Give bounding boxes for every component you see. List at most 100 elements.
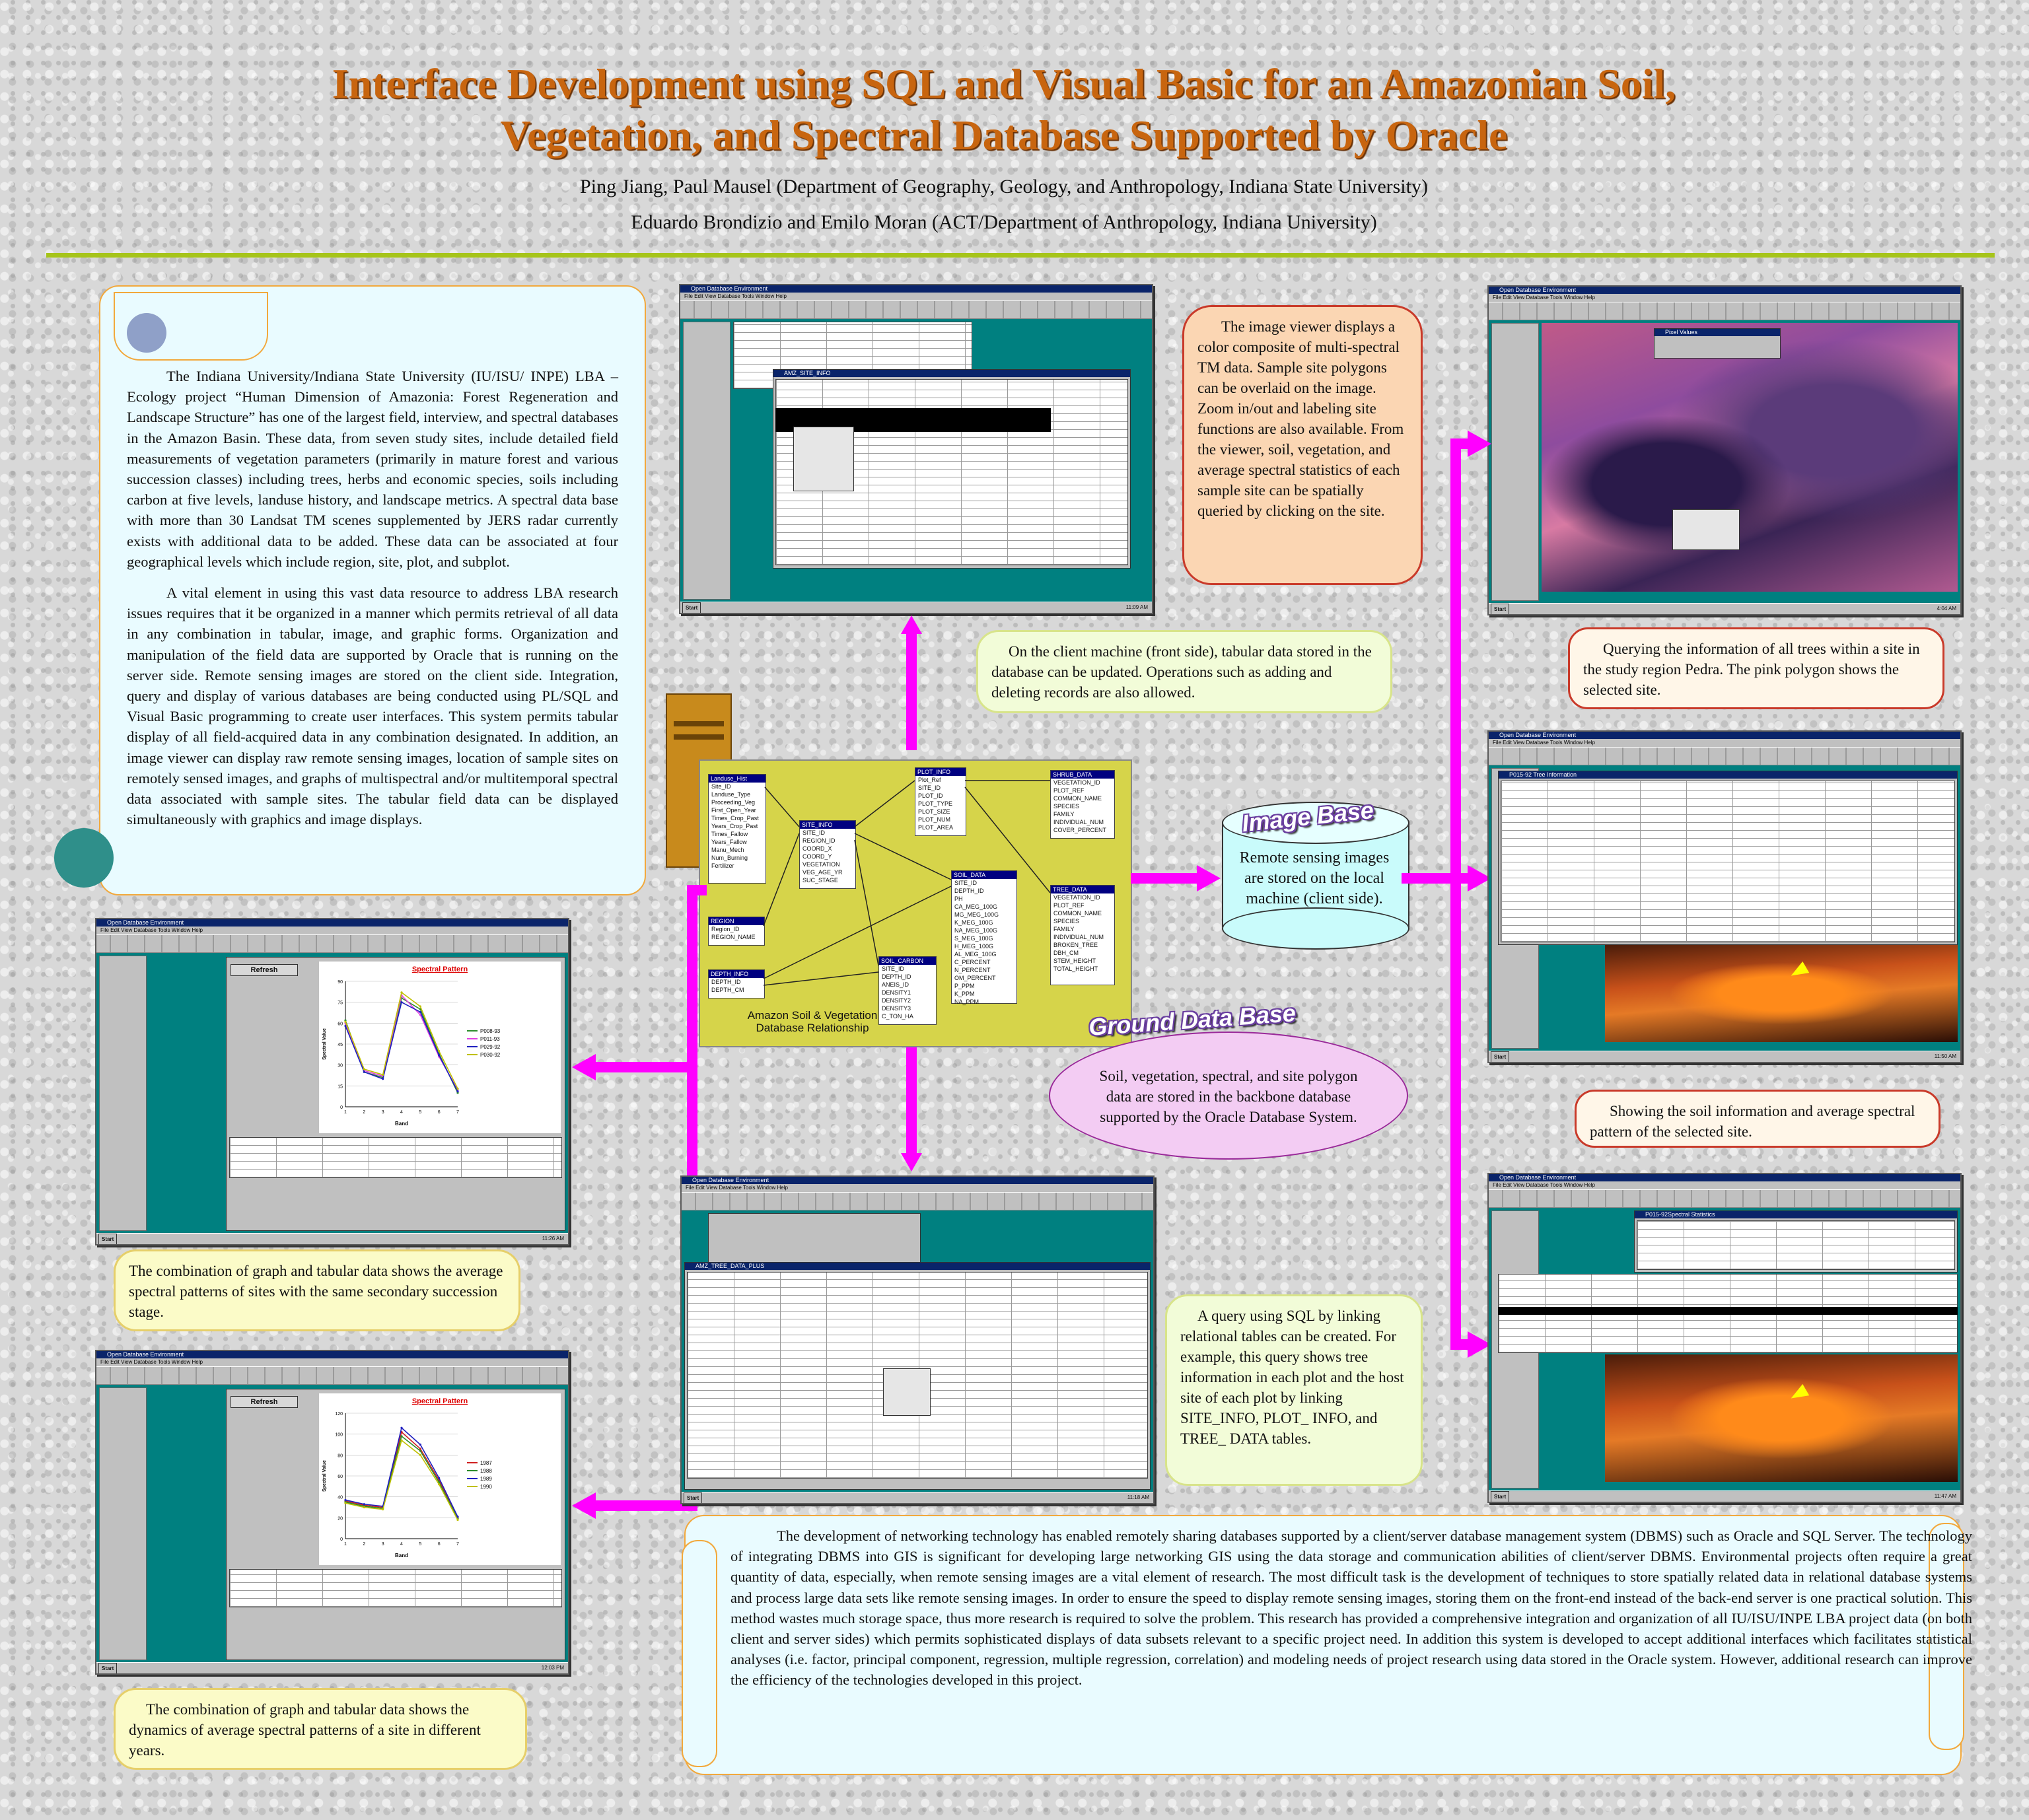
tree-info-title: P015-92 Tree Information — [1499, 771, 1957, 779]
viewer-context-menu[interactable] — [1672, 509, 1740, 550]
refresh-button[interactable]: Refresh — [231, 964, 298, 976]
data-point — [456, 1087, 459, 1090]
diagram-table-shrub-data[interactable]: SHRUB_DATA VEGETATION_ID PLOT_REF COMMON… — [1050, 770, 1115, 839]
satellite-image-orange[interactable] — [1605, 945, 1958, 1042]
field: H_MEG_100G — [954, 943, 994, 950]
window-menu[interactable]: File Edit View Database Tools Window Hel… — [100, 927, 203, 933]
callout-image-viewer: The image viewer displays a color compos… — [1182, 305, 1423, 585]
diagram-table-site-info[interactable]: SITE_INFO SITE_ID REGION_ID COORD_X COOR… — [799, 820, 856, 889]
window-menu[interactable]: File Edit View Database Tools Window Hel… — [1493, 1182, 1595, 1188]
field: COORD_X — [802, 845, 832, 852]
diagram-table-depth-info[interactable]: DEPTH_INFO DEPTH_ID DEPTH_CM — [708, 969, 765, 998]
satellite-image[interactable] — [1542, 323, 1958, 592]
arrow-to-bottom-right — [1450, 1339, 1470, 1350]
copy-context-menu[interactable] — [883, 1368, 931, 1416]
diagram-table-region[interactable]: REGION Region_ID REGION_NAME — [708, 917, 765, 946]
window-toolbar[interactable] — [1489, 1189, 1960, 1208]
data-point — [400, 1001, 403, 1004]
satellite-image-orange[interactable] — [1605, 1354, 1958, 1482]
spectral-table-1[interactable] — [229, 1137, 562, 1178]
data-point — [438, 1054, 441, 1057]
callout-image-viewer-text: The image viewer displays a color compos… — [1197, 318, 1404, 519]
field: PLOT_ID — [918, 792, 943, 799]
window-toolbar[interactable] — [96, 1366, 568, 1385]
data-point — [382, 1078, 384, 1080]
diagram-table-plot-info[interactable]: PLOT_INFO Plot_Ref SITE_ID PLOT_ID PLOT_… — [915, 767, 966, 836]
window-menu[interactable]: File Edit View Database Tools Window Hel… — [1493, 740, 1595, 746]
intro-paragraph-1: The Indiana University/Indiana State Uni… — [127, 368, 618, 570]
field: VEGETATION — [802, 861, 840, 868]
data-point — [382, 1508, 384, 1511]
start-button[interactable]: Start — [1491, 604, 1510, 614]
window-toolbar[interactable] — [1489, 747, 1960, 765]
window-toolbar[interactable] — [1489, 302, 1960, 320]
start-button[interactable]: Start — [98, 1663, 118, 1673]
field: PLOT_SIZE — [918, 808, 950, 815]
window-toolbar[interactable] — [682, 1192, 1153, 1210]
data-point — [419, 1450, 421, 1452]
window-menu[interactable]: File Edit View Database Tools Window Hel… — [684, 293, 787, 299]
field: REGION_NAME — [711, 934, 756, 940]
window-title: Open Database Environment — [682, 1177, 1153, 1184]
window-toolbar[interactable] — [96, 934, 568, 953]
context-menu[interactable] — [793, 427, 854, 491]
start-button[interactable]: Start — [1491, 1051, 1510, 1062]
screenshot-sql-query: Open Database Environment File Edit View… — [680, 1175, 1155, 1504]
spectral-stats-window: P015-92Spectral Statistics — [1634, 1210, 1958, 1273]
data-point — [344, 1498, 347, 1502]
data-point — [363, 1503, 365, 1506]
intro-paragraph-2: A vital element in using this vast data … — [127, 584, 618, 828]
start-button[interactable]: Start — [682, 602, 701, 613]
field: Proceeding_Veg — [711, 799, 756, 806]
tree-info-grid[interactable] — [1501, 781, 1955, 942]
callout-graph-tabular-2-text: The combination of graph and tabular dat… — [129, 1701, 481, 1759]
screenshot-spectral-statistics: Open Database Environment File Edit View… — [1487, 1173, 1962, 1503]
diagram-table-tree-data[interactable]: TREE_DATA VEGETATION_ID PLOT_REF COMMON_… — [1050, 885, 1115, 985]
pixel-values-window: Pixel Values — [1654, 328, 1781, 359]
y-tick-label: 60 — [338, 1022, 343, 1026]
arrow-up-head — [901, 615, 922, 634]
db-sidebar[interactable] — [99, 1387, 147, 1660]
window-title: Open Database Environment — [1489, 287, 1960, 294]
image-base-text: Remote sensing images are stored on the … — [1239, 849, 1390, 907]
window-menu[interactable]: File Edit View Database Tools Window Hel… — [686, 1185, 788, 1191]
window-toolbar[interactable] — [680, 300, 1152, 319]
selected-soil-row[interactable] — [1498, 1307, 1958, 1315]
clock: 11:26 AM — [542, 1236, 564, 1242]
title-line-2: Vegetation, and Spectral Database Suppor… — [500, 112, 1508, 158]
tree-data-title: AMZ_TREE_DATA_PLUS — [685, 1263, 1150, 1270]
y-tick-label: 30 — [338, 1064, 343, 1068]
db-sidebar[interactable] — [1491, 323, 1539, 601]
start-button[interactable]: Start — [684, 1492, 703, 1503]
data-point — [419, 1010, 421, 1014]
field: DEPTH_ID — [954, 888, 984, 894]
db-sidebar[interactable] — [683, 322, 730, 600]
field: VEGETATION_ID — [1053, 779, 1100, 786]
arrow-vertical-right — [1450, 438, 1461, 1350]
spectral-table-2[interactable] — [229, 1569, 562, 1607]
callout-sql-query: A query using SQL by linking relational … — [1165, 1294, 1423, 1486]
pointer-arrow-icon — [1787, 961, 1810, 982]
field: Years_Crop_Past — [711, 823, 758, 829]
legend-label: 1989 — [480, 1476, 492, 1482]
start-button[interactable]: Start — [98, 1234, 118, 1244]
pointer-arrow-icon — [1787, 1383, 1810, 1405]
diagram-table-soil-data[interactable]: SOIL_DATA SITE_ID DEPTH_ID PH CA_MEG_100… — [951, 870, 1017, 1005]
data-point — [419, 1005, 421, 1008]
spectral-stats-grid[interactable] — [1637, 1220, 1955, 1270]
window-menu[interactable]: File Edit View Database Tools Window Hel… — [1493, 295, 1595, 300]
diagram-table-soil-carbon[interactable]: SOIL_CARBON SITE_ID DEPTH_ID ANEIS_ID DE… — [878, 956, 937, 1025]
series-line — [345, 1439, 458, 1520]
start-button[interactable]: Start — [1491, 1491, 1510, 1502]
series-line — [345, 1431, 458, 1518]
callout-client-update-text: On the client machine (front side), tabu… — [991, 643, 1372, 701]
diagram-table-landuse[interactable]: Landuse_Hist Site_ID Landuse_Type Procee… — [708, 774, 766, 884]
refresh-button[interactable]: Refresh — [231, 1396, 298, 1408]
db-sidebar[interactable] — [99, 956, 147, 1231]
data-point — [400, 1435, 403, 1438]
cylinder-bottom — [1222, 907, 1409, 950]
window-menu[interactable]: File Edit View Database Tools Window Hel… — [100, 1359, 203, 1365]
